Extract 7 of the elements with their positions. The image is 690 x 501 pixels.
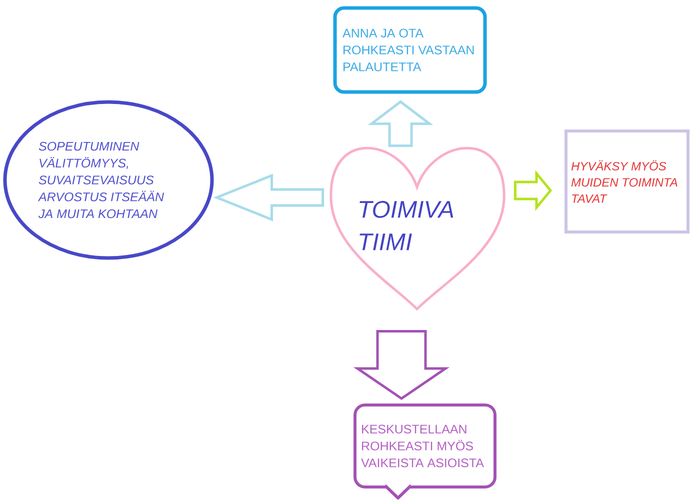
block-arrow (514, 170, 552, 211)
block-arrow (353, 330, 450, 400)
block-arrow (368, 100, 434, 148)
block-arrow (213, 174, 324, 222)
box: HYVÄKSY MYÖS MUIDEN TOIMINTA TAVAT (564, 130, 690, 234)
speech-bubble: KESKUSTELLAAN ROHKEASTI MYÖS VAIKEISTA ASIOISTA (354, 404, 496, 500)
rounded-box: ANNA JA OTA ROHKEASTI VASTAAN PALAUTETTA (333, 6, 487, 94)
